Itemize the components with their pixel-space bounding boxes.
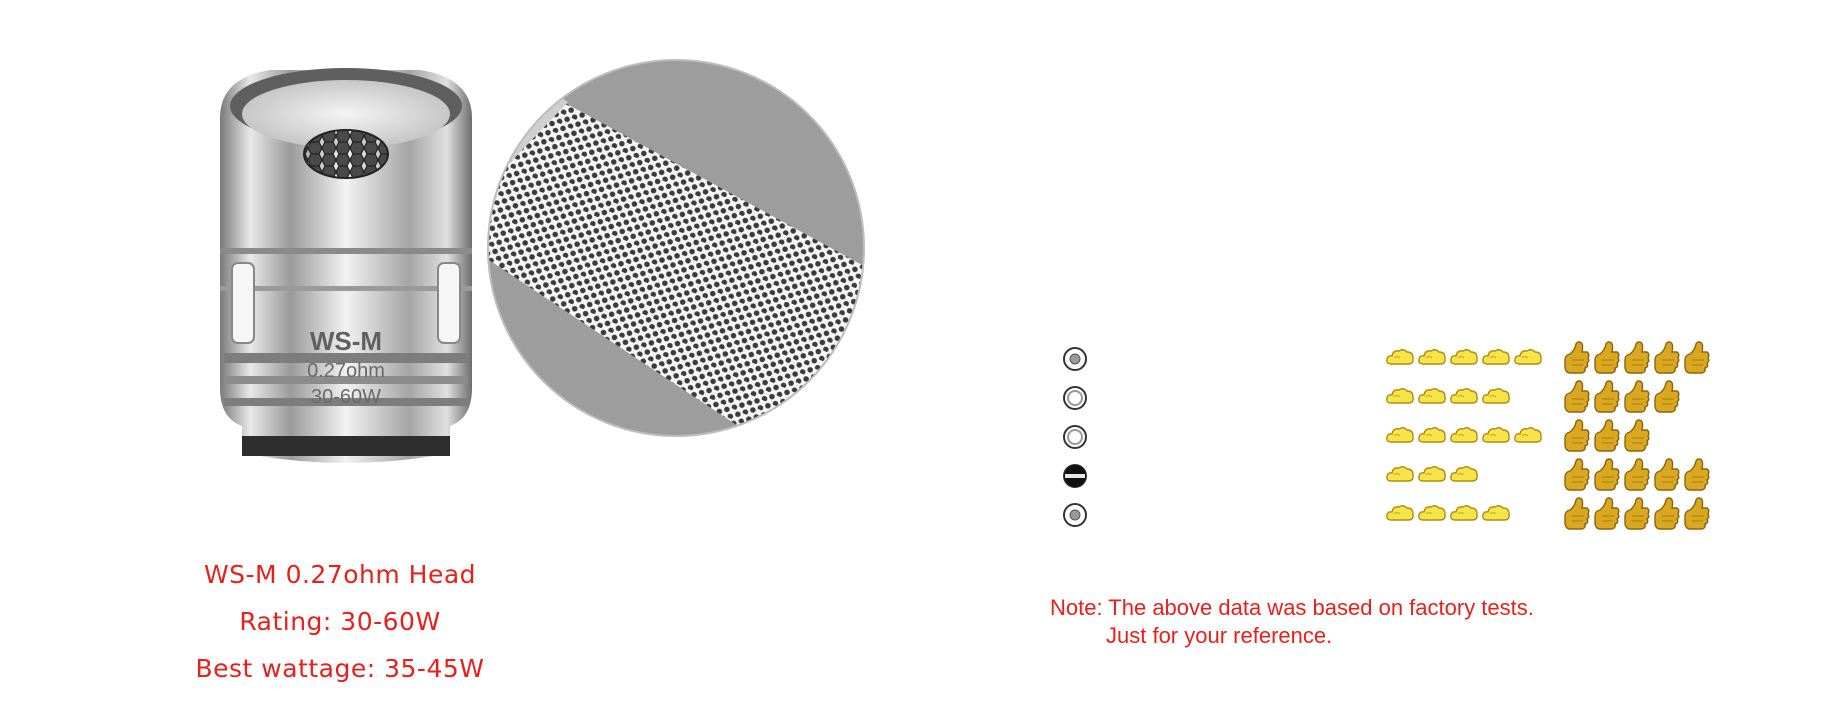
factory-note: Note: The above data was based on factor… [1050,594,1534,650]
thumbs-up-icon [1594,341,1620,374]
cloud-icon [1418,388,1446,404]
cloud-icon [1450,466,1478,482]
flavor-rating [1562,457,1710,497]
vapor-rating [1385,501,1511,531]
thumbs-up-icon [1684,497,1710,530]
thumbs-up-icon [1594,380,1620,413]
thumbs-up-icon [1654,341,1680,374]
ratings-table [1060,340,1780,580]
cloud-icon [1482,388,1510,404]
thumbs-up-icon [1654,458,1680,491]
vapor-rating [1385,423,1543,453]
thumbs-up-icon [1624,341,1650,374]
thumbs-up-icon [1624,458,1650,491]
airflow-dot-center-icon [1063,503,1087,527]
coil-head-graphic [220,68,472,463]
coil-head-image: WS-M 0.27ohm 30-60W [210,58,482,488]
note-line-2: Just for your reference. [1106,623,1333,648]
cloud-icon [1418,349,1446,365]
cloud-icon [1450,427,1478,443]
thumbs-up-icon [1684,341,1710,374]
note-line-1: Note: The above data was based on factor… [1050,595,1534,620]
thumbs-up-icon [1624,497,1650,530]
thumbs-up-icon [1564,380,1590,413]
cloud-icon [1482,349,1510,365]
rating-row [1060,340,1780,380]
coil-resistance-label: 0.27ohm [307,360,385,382]
thumbs-up-icon [1594,497,1620,530]
cloud-icon [1482,505,1510,521]
cloud-icon [1418,505,1446,521]
thumbs-up-icon [1564,419,1590,452]
product-title: WS-M 0.27ohm Head [203,560,477,589]
cloud-icon [1386,427,1414,443]
thumbs-up-icon [1654,380,1680,413]
mesh-zoom-image [486,58,866,438]
cloud-icon [1386,505,1414,521]
flavor-rating [1562,496,1710,536]
mesh-zoom-graphic [487,59,865,437]
cloud-icon [1418,427,1446,443]
cloud-icon [1482,427,1510,443]
cloud-icon [1450,505,1478,521]
thumbs-up-icon [1654,497,1680,530]
thumbs-up-icon [1624,419,1650,452]
airflow-dot-center-icon [1063,347,1087,371]
cloud-icon [1386,349,1414,365]
flavor-rating [1562,340,1710,380]
cloud-icon [1450,349,1478,365]
airflow-slot-icon [1063,464,1087,488]
rating-row [1060,418,1780,458]
thumbs-up-icon [1564,458,1590,491]
cloud-icon [1386,466,1414,482]
cloud-icon [1386,388,1414,404]
vapor-rating [1385,462,1479,492]
cloud-icon [1450,388,1478,404]
thumbs-up-icon [1594,458,1620,491]
airflow-ring-icon [1063,425,1087,449]
product-rating: Rating: 30-60W [239,607,441,636]
thumbs-up-icon [1594,419,1620,452]
airflow-ring-icon [1063,386,1087,410]
thumbs-up-icon [1624,380,1650,413]
rating-row [1060,379,1780,419]
cloud-icon [1418,466,1446,482]
thumbs-up-icon [1564,341,1590,374]
flavor-rating [1562,418,1650,458]
coil-model-label: WS-M [309,326,383,356]
vapor-rating [1385,384,1511,414]
rating-row [1060,496,1780,536]
rating-row [1060,457,1780,497]
thumbs-up-icon [1684,458,1710,491]
flavor-rating [1562,379,1680,419]
vapor-rating [1385,345,1543,375]
coil-wattage-label: 30-60W [310,386,382,408]
product-best-wattage: Best wattage: 35-45W [195,654,485,683]
thumbs-up-icon [1564,497,1590,530]
cloud-icon [1514,349,1542,365]
cloud-icon [1514,427,1542,443]
